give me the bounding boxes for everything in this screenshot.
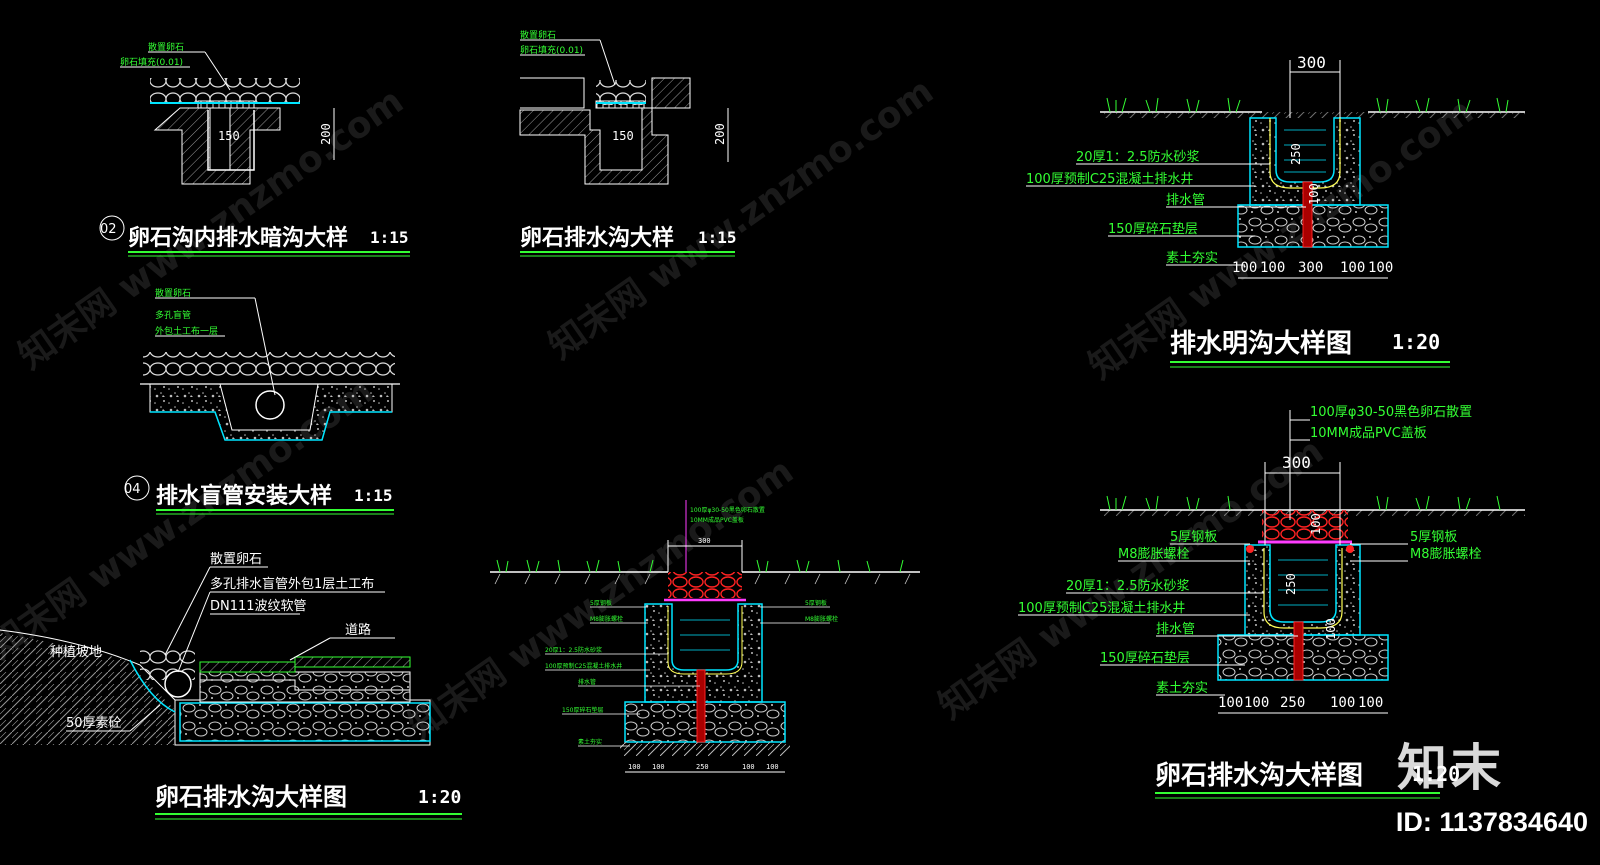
dim-250: 250 (1289, 143, 1303, 165)
detail-3: 散置卵石 多孔盲管 外包土工布一层 04 排水盲管安装大样 1:15 (124, 287, 400, 515)
dim-250: 250 (1280, 695, 1305, 711)
detail-title: 卵石沟内排水暗沟大样 (128, 225, 348, 251)
dim-100: 100 (652, 763, 665, 771)
dim-150: 150 (218, 129, 240, 143)
label-bolt-left: M8膨胀螺栓 (590, 615, 623, 623)
detail-number: 02 (100, 222, 117, 237)
detail-5: 300 250 100 100 100 300 100 100 20厚1：2.5… (1026, 53, 1525, 368)
watermark-text: 知末网 www.znzmo.com (542, 71, 941, 368)
dim-250: 250 (1284, 573, 1298, 595)
detail-title: 卵石排水沟大样图 (155, 783, 347, 811)
label-steel-plate-right: 5厚钢板 (1410, 530, 1457, 545)
label-soil: 素土夯实 (1156, 681, 1208, 696)
image-id-label: ID: 1137834640 (1395, 807, 1588, 837)
label-concrete: 50厚素砼 (66, 716, 122, 731)
dim-100: 100 (1358, 695, 1383, 711)
label-bolt-right: M8膨胀螺栓 (805, 615, 838, 623)
label-black-pebble: 100厚φ30-50黑色卵石散置 (690, 506, 765, 514)
label-pipe: 多孔排水盲管外包1层土工布 (210, 576, 374, 592)
detail-title: 排水盲管安装大样 (156, 483, 332, 509)
label-steel-plate-left: 5厚钢板 (590, 599, 612, 607)
label-black-pebble: 100厚φ30-50黑色卵石散置 (1310, 404, 1472, 420)
label-slope: 种植坡地 (50, 645, 102, 660)
label-pipe: 多孔盲管 (155, 309, 191, 321)
label-drain-pipe: 排水管 (1156, 622, 1195, 637)
detail-scale: 1:20 (1392, 330, 1440, 354)
dim-150: 150 (612, 129, 634, 143)
label-fill: 卵石填充(0.01) (520, 44, 583, 56)
detail-title: 卵石排水沟大样 (520, 225, 674, 251)
dim-100: 100 (742, 763, 755, 771)
label-mortar: 20厚1：2.5防水砂浆 (1076, 149, 1200, 165)
label-soil: 素土夯实 (1166, 251, 1218, 266)
dim-200: 200 (319, 123, 333, 145)
label-steel-plate-left: 5厚钢板 (1170, 530, 1217, 545)
label-steel-plate-right: 5厚钢板 (805, 599, 827, 607)
dim-100: 100 (1330, 695, 1355, 711)
label-pebble: 散置卵石 (210, 552, 262, 567)
detail-scale: 1:20 (1412, 762, 1460, 786)
dim-200: 200 (713, 123, 727, 145)
dim-100: 100 (1260, 260, 1285, 276)
detail-title: 排水明沟大样图 (1170, 328, 1352, 359)
label-well: 100厚预制C25混凝土排水井 (545, 662, 622, 670)
detail-7: 300 100厚φ30-50黑色卵石散置 10MM成品PVC盖板 5厚钢板 M8… (490, 500, 920, 773)
dim-100: 100 (1307, 183, 1321, 205)
label-bolt-left: M8膨胀螺栓 (1118, 547, 1190, 562)
detail-scale: 1:15 (354, 486, 393, 505)
label-geotextile: 外包土工布一层 (155, 325, 218, 337)
detail-1: 200 150 散置卵石 卵石填充(0.01) 02 卵石沟内排水暗沟大样 1:… (99, 41, 410, 257)
detail-2: 200 150 散置卵石 卵石填充(0.01) 卵石排水沟大样 1:15 (519, 29, 737, 257)
dim-100: 100 (1324, 618, 1338, 640)
dim-100: 100 (1218, 695, 1243, 711)
dim-300-top: 300 (698, 537, 711, 545)
label-pebble: 散置卵石 (155, 287, 191, 299)
detail-number: 04 (124, 482, 141, 497)
detail-scale: 1:15 (698, 228, 737, 247)
dim-100: 100 (766, 763, 779, 771)
label-pebble: 散置卵石 (148, 41, 184, 53)
dim-300-top: 300 (1297, 53, 1326, 72)
dim-100: 100 (1244, 695, 1269, 711)
detail-scale: 1:20 (418, 787, 461, 808)
label-fill: 卵石填充(0.01) (120, 56, 183, 68)
label-pvc-cover: 10MM成品PVC盖板 (690, 516, 744, 524)
label-gravel: 150厚碎石垫层 (1108, 221, 1198, 237)
detail-title: 卵石排水沟大样图 (1155, 760, 1363, 791)
label-pvc-cover: 10MM成品PVC盖板 (1310, 426, 1427, 441)
detail-4: 散置卵石 多孔排水盲管外包1层土工布 DN111波纹软管 道路 种植坡地 50厚… (0, 552, 462, 820)
detail-6: 300 100 250 100 100 100 250 100 100 100厚… (1018, 404, 1525, 799)
label-soil: 素土夯实 (578, 738, 602, 746)
label-gravel: 150厚碎石垫层 (1100, 650, 1190, 666)
dim-250: 250 (696, 763, 709, 771)
label-mortar: 20厚1：2.5防水砂浆 (1066, 578, 1190, 594)
brand-logo: 知末 (1397, 739, 1505, 797)
dim-100: 100 (1340, 260, 1365, 276)
label-drain-pipe: 排水管 (1166, 193, 1205, 208)
dim-300: 300 (1298, 260, 1323, 276)
label-well: 100厚预制C25混凝土排水井 (1018, 600, 1185, 616)
label-bolt-right: M8膨胀螺栓 (1410, 547, 1482, 562)
label-pebble: 散置卵石 (520, 29, 556, 41)
label-well: 100厚预制C25混凝土排水井 (1026, 171, 1193, 187)
dim-100-top: 100 (1309, 513, 1323, 535)
label-dn111: DN111波纹软管 (210, 599, 307, 614)
dim-100: 100 (628, 763, 641, 771)
dim-300-top: 300 (1282, 453, 1311, 472)
dim-100: 100 (1232, 260, 1257, 276)
detail-scale: 1:15 (370, 228, 409, 247)
label-gravel: 150厚碎石垫层 (562, 706, 603, 714)
label-drain-pipe: 排水管 (578, 678, 596, 686)
label-mortar: 20厚1：2.5防水砂浆 (545, 646, 602, 654)
dim-100: 100 (1368, 260, 1393, 276)
label-road: 道路 (345, 622, 371, 638)
